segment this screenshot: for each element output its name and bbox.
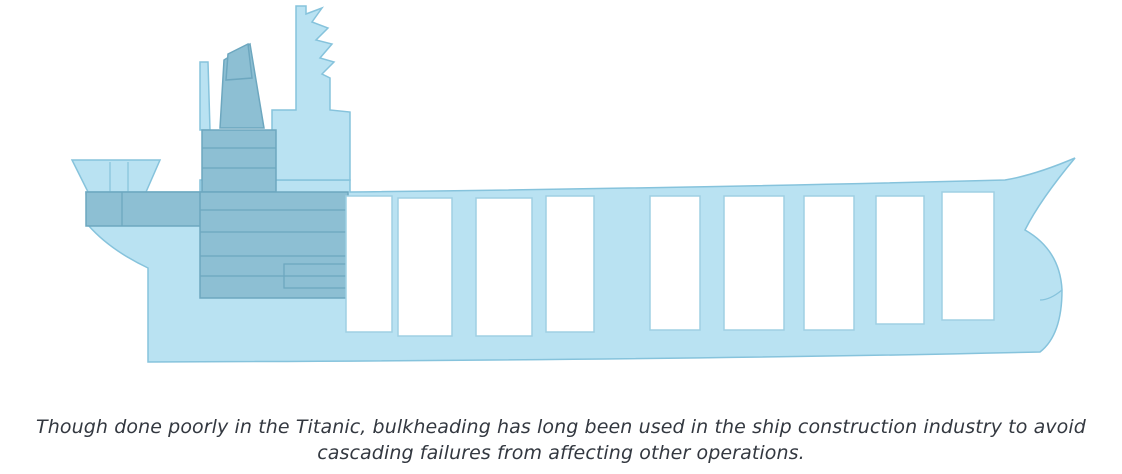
cargo-compartment	[545, 195, 595, 333]
cargo-compartment	[397, 197, 453, 337]
cargo-compartment	[345, 195, 393, 333]
lower-superstructure	[199, 191, 349, 299]
cargo-compartment	[875, 195, 925, 325]
cargo-compartment	[723, 195, 785, 331]
superstructure	[201, 129, 277, 193]
cargo-compartment	[803, 195, 855, 331]
cargo-compartment	[475, 197, 533, 337]
cargo-compartment	[649, 195, 701, 331]
stern-funnel	[70, 159, 162, 193]
ship-illustration	[70, 5, 1076, 363]
bow-line	[1039, 289, 1063, 301]
stern-deck-block	[85, 191, 203, 227]
mast	[199, 61, 211, 131]
radar-mast	[271, 5, 351, 181]
exhaust-stack-top	[225, 42, 253, 81]
figure-caption: Though done poorly in the Titanic, bulkh…	[36, 416, 1086, 464]
cargo-compartment	[941, 191, 995, 321]
bulkhead-compartments	[345, 191, 995, 337]
